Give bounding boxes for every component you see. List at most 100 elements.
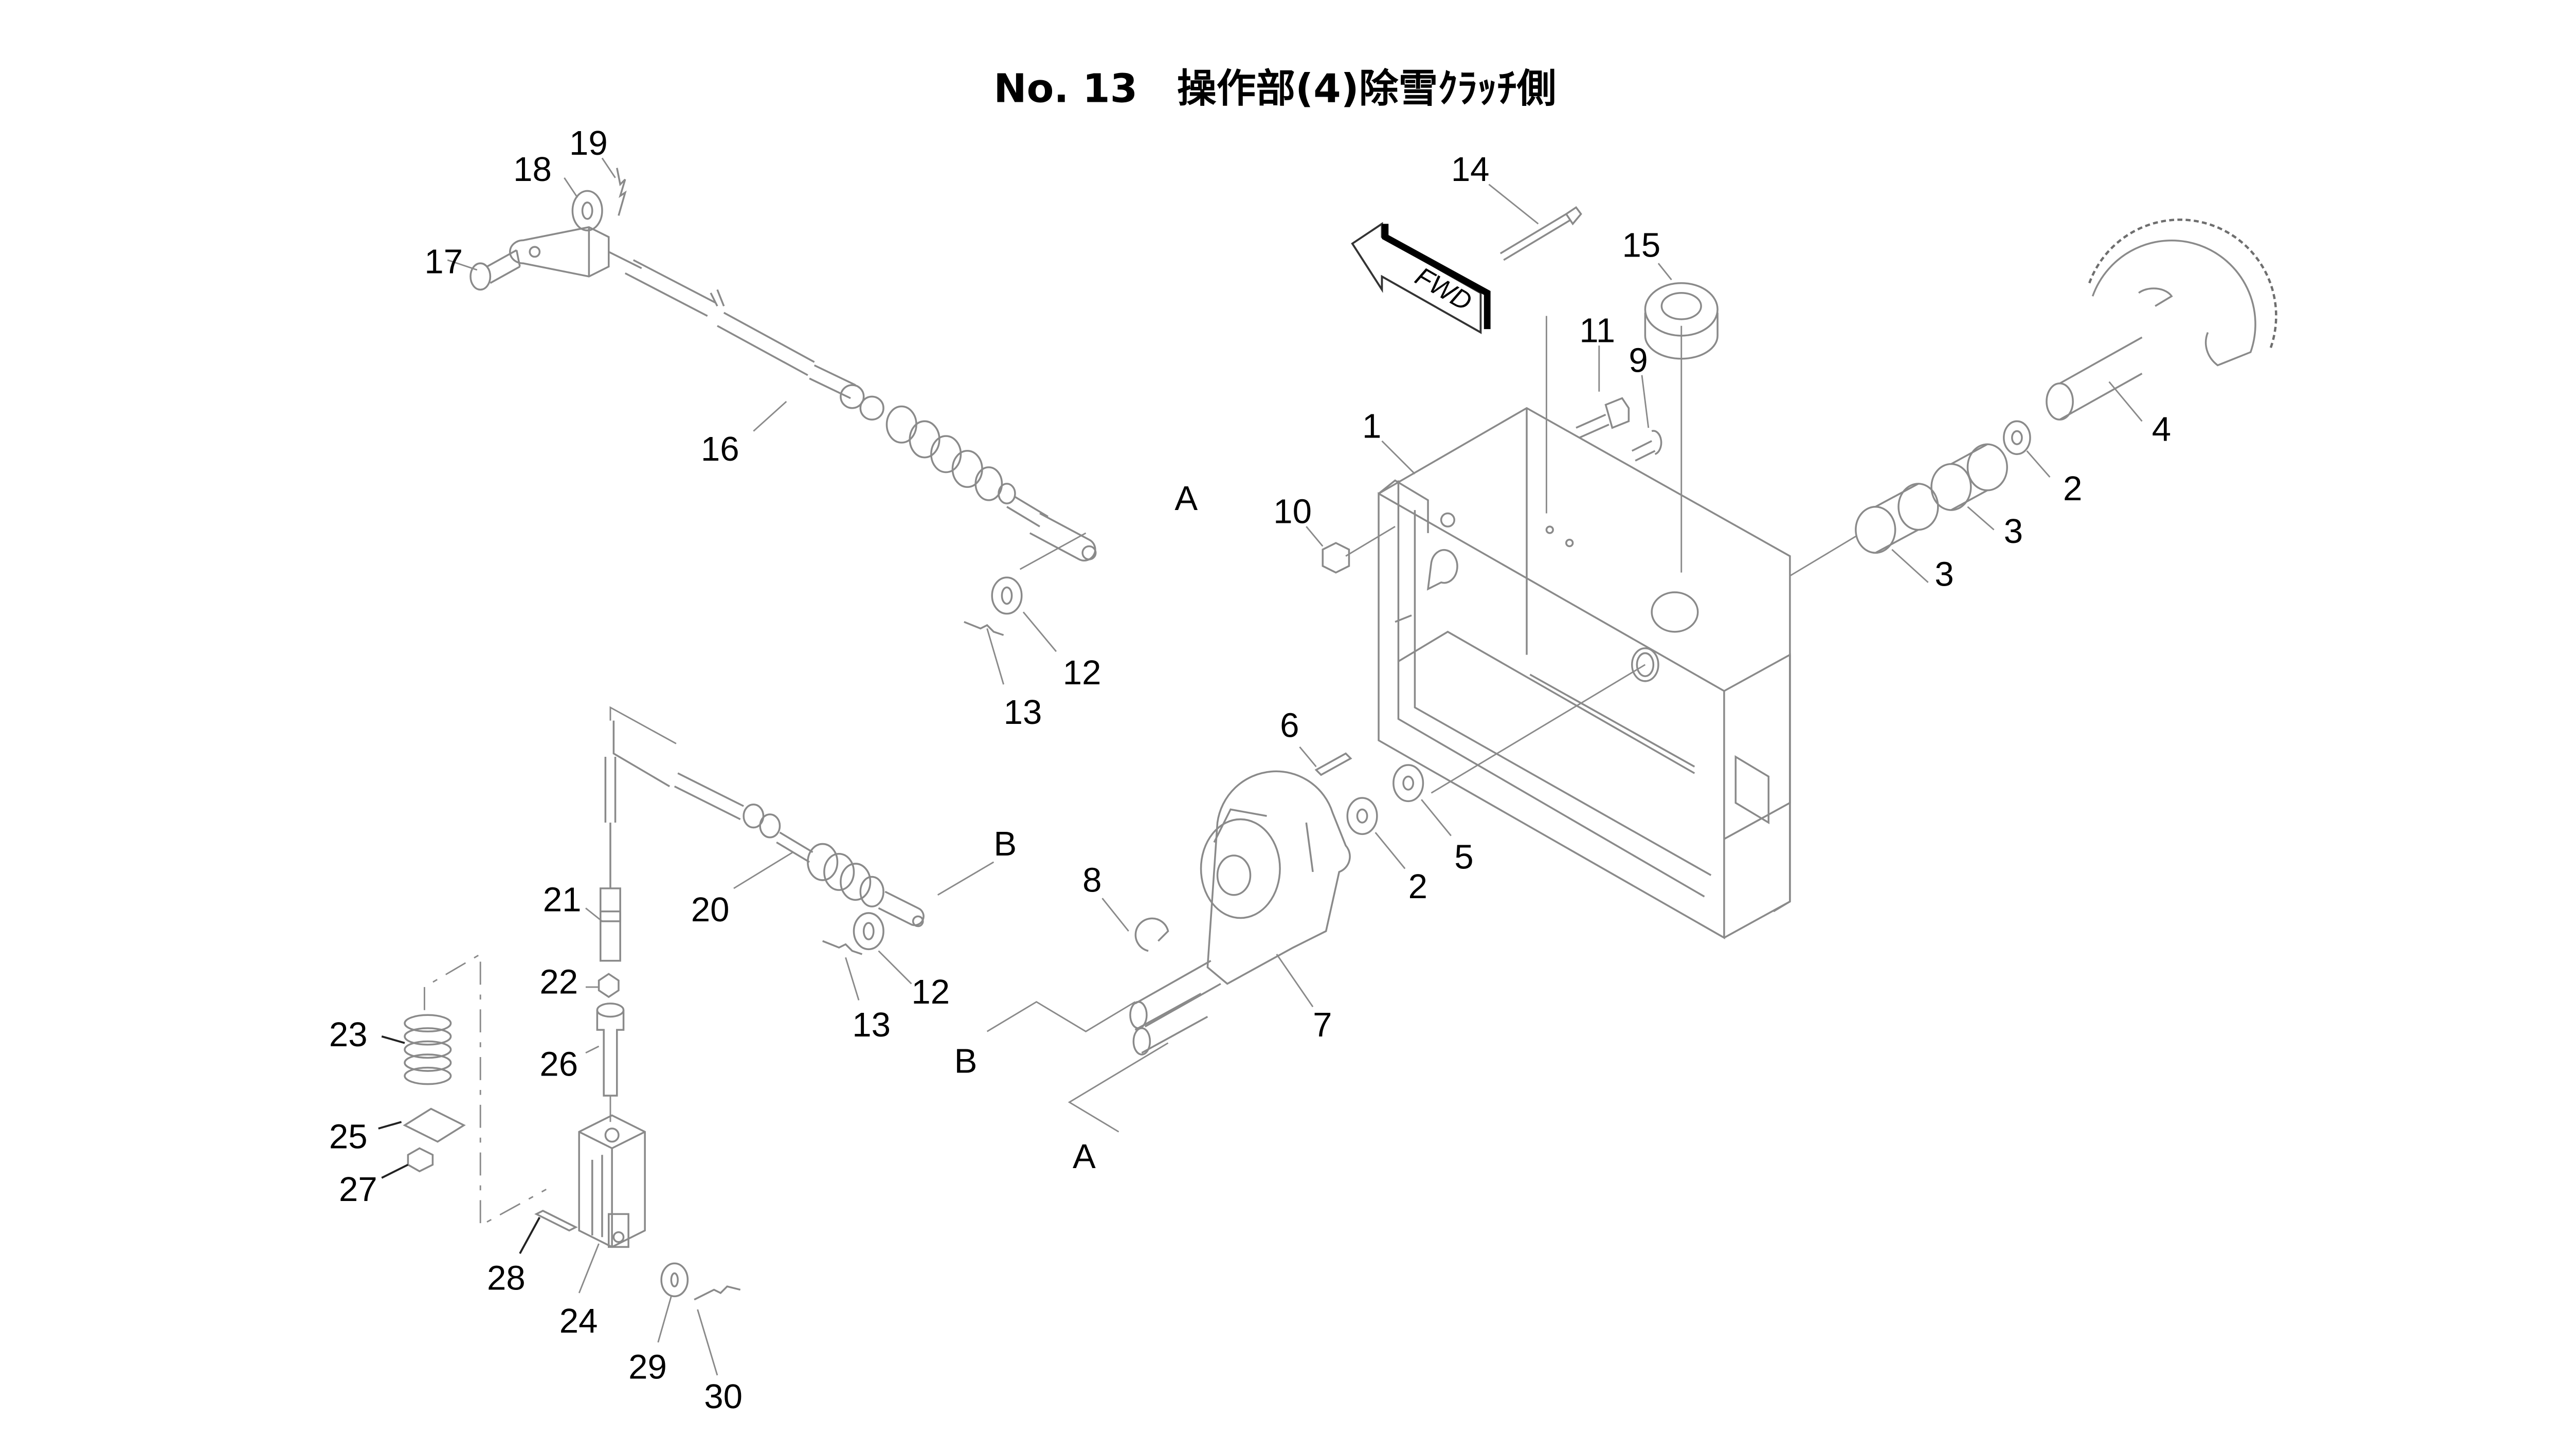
- part-21-adjuster: [600, 756, 621, 962]
- leader-5-label: [1421, 799, 1452, 836]
- leader-B-bottom: [986, 1001, 1136, 1032]
- part-1-bracket-box: [1378, 407, 1791, 939]
- leader-3b: [1967, 506, 1995, 531]
- part-12-washer-lower: [853, 912, 884, 951]
- part-17-pin: [469, 249, 521, 291]
- leader-29: [657, 1296, 672, 1343]
- part-10-nut: [1322, 542, 1350, 574]
- part-26-shoulder-bolt: [596, 1003, 625, 1097]
- label-26: 26: [539, 1045, 578, 1084]
- label-12-lower: 12: [911, 973, 950, 1011]
- leader-12b: [878, 950, 912, 985]
- leader-9: [1641, 375, 1650, 428]
- label-20: 20: [691, 890, 730, 929]
- leader-1-to-3: [1789, 536, 1856, 577]
- leader-18: [564, 177, 578, 198]
- leader-16: [753, 401, 787, 432]
- part-4-gear-shaft: [2046, 219, 2277, 421]
- label-18: 18: [513, 150, 552, 189]
- part-7-clutch-arm: [1129, 770, 1351, 1055]
- leader-24: [578, 1243, 600, 1294]
- label-21: 21: [543, 881, 582, 919]
- leader-10-label: [1306, 526, 1324, 547]
- page-title: No. 13 操作部(4)除雪ｸﾗｯﾁ側: [993, 66, 1556, 112]
- part-29-washer: [660, 1262, 689, 1298]
- leader-5: [1431, 664, 1646, 794]
- leader-26: [585, 1045, 600, 1054]
- label-14: 14: [1451, 150, 1490, 189]
- label-13-lower: 13: [852, 1006, 891, 1044]
- assembly-line-20: [609, 706, 677, 744]
- label-A-bottom: A: [1073, 1137, 1096, 1176]
- part-8-snap-ring: [1134, 917, 1169, 952]
- leader-6: [1299, 746, 1317, 768]
- leader-21: [585, 907, 603, 922]
- leader-27: [381, 1163, 409, 1179]
- label-15: 15: [1622, 226, 1661, 264]
- label-29: 29: [628, 1348, 667, 1386]
- label-9: 9: [1629, 341, 1648, 379]
- part-19-clip: [616, 168, 627, 216]
- label-2-center: 2: [1408, 867, 1427, 906]
- leader-23: [381, 1035, 405, 1044]
- leader-2b: [1375, 832, 1406, 869]
- label-4: 4: [2152, 410, 2171, 449]
- part-11-bolt: [1576, 397, 1630, 439]
- label-5: 5: [1454, 838, 1473, 877]
- label-11: 11: [1579, 312, 1615, 350]
- label-7: 7: [1313, 1006, 1332, 1044]
- label-27: 27: [339, 1170, 377, 1209]
- leader-14-label: [1488, 184, 1539, 225]
- leader-25: [378, 1121, 402, 1130]
- leader-12a: [1022, 611, 1057, 652]
- part-13-clip-lower: [822, 940, 863, 955]
- part-12-washer-upper: [991, 576, 1023, 615]
- label-3-a: 3: [1934, 555, 1954, 593]
- label-B-bottom: B: [954, 1042, 978, 1080]
- leader-15-label: [1657, 263, 1672, 281]
- leader-1: [1381, 440, 1416, 475]
- leader-10: [1345, 525, 1396, 557]
- leader-4: [2108, 381, 2143, 422]
- label-24: 24: [559, 1302, 598, 1340]
- leader-7: [1276, 954, 1314, 1008]
- part-30-clip: [694, 1285, 741, 1301]
- leader-8: [1101, 898, 1129, 932]
- part-6-key: [1314, 752, 1352, 776]
- leader-17: [447, 259, 478, 271]
- leader-A-bottom: [1068, 1042, 1169, 1133]
- part-3-collar-2: [1930, 443, 2008, 511]
- leader-30: [697, 1309, 718, 1376]
- leader-13b: [845, 957, 860, 1000]
- label-2-right: 2: [2063, 469, 2082, 508]
- part-14-screw: [1499, 206, 1582, 261]
- leader-2a: [2026, 450, 2051, 478]
- leader-20: [733, 851, 793, 889]
- part-28-pin: [534, 1210, 578, 1232]
- part-2-washer-center: [1346, 797, 1378, 835]
- label-25: 25: [329, 1117, 368, 1156]
- part-3-collar-1: [1855, 483, 1939, 554]
- label-6: 6: [1280, 706, 1299, 745]
- part-16-clutch-cable: [509, 226, 1097, 562]
- leader-3a: [1891, 549, 1929, 583]
- part-23-spring: [404, 1014, 452, 1085]
- part-13-clip-upper: [964, 621, 1004, 636]
- label-13-upper: 13: [1004, 693, 1042, 732]
- label-16: 16: [701, 430, 739, 468]
- assembly-line-23-24: [423, 953, 547, 1227]
- label-17: 17: [424, 242, 463, 281]
- part-9-screw: [1631, 430, 1662, 462]
- part-5-washer: [1392, 764, 1424, 803]
- label-10: 10: [1273, 493, 1312, 531]
- label-28: 28: [487, 1259, 526, 1298]
- part-27-nut: [407, 1147, 434, 1173]
- part-25-plate: [403, 1107, 466, 1143]
- label-22: 22: [539, 963, 578, 1002]
- part-22-nut: [598, 973, 620, 998]
- leader-B-top: [937, 861, 994, 896]
- label-A-top: A: [1174, 479, 1198, 518]
- part-18-washer: [571, 190, 603, 231]
